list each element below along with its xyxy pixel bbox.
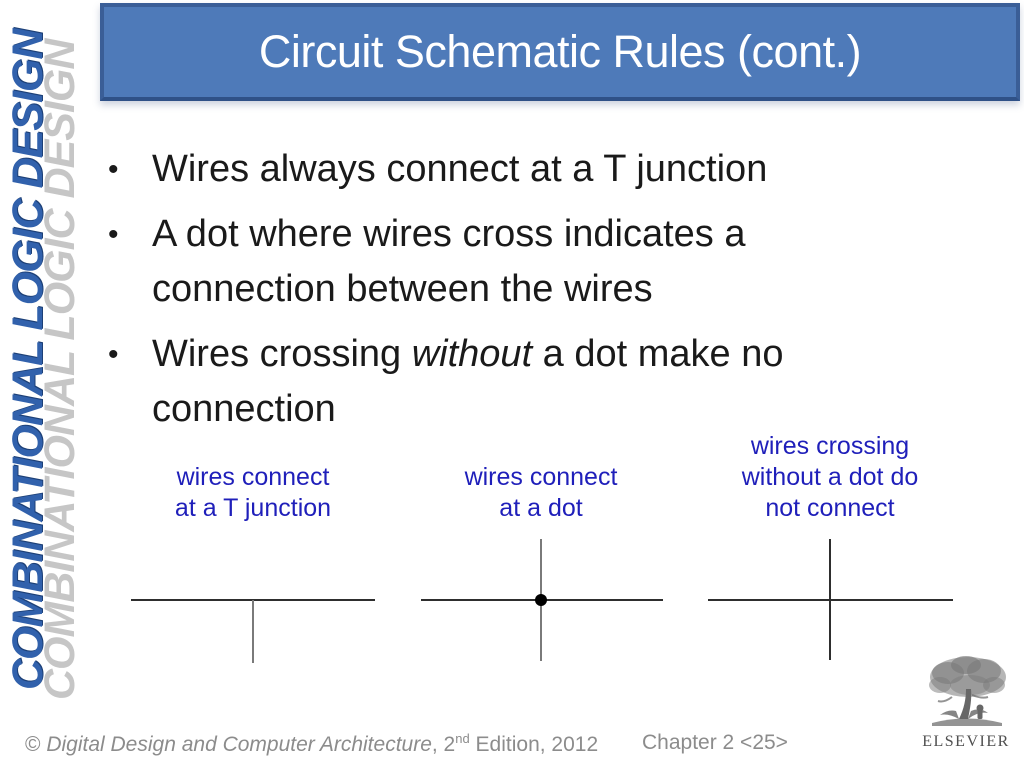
caption-line: wires connect [176,463,330,491]
sidebar-banner: COMBINATIONAL LOGIC DESIGN COMBINATIONAL… [0,0,110,768]
elsevier-tree-icon [929,656,1006,726]
bullet-item-3: • Wires crossing without a dot make no c… [108,327,852,437]
bullet-marker: • [108,218,119,251]
slide-title: Circuit Schematic Rules (cont.) [258,26,862,77]
title-bar: Circuit Schematic Rules (cont.) [100,3,1020,101]
caption-t-junction: wires connect at a T junction [130,462,376,524]
copyright-footer: © Digital Design and Computer Architectu… [25,731,598,757]
chapter-page-label: Chapter 2 <25> [642,731,788,754]
bullet-3-emphasis: without [411,333,533,375]
bullet-3-pre: Wires crossing [152,333,412,375]
bullet-3-post: a dot make no connection [152,333,784,430]
bullet-text-1: Wires always connect at a T junction [152,148,768,190]
bullet-text-3: Wires crossing without a dot make no con… [152,327,852,437]
sidebar-banner-echo: COMBINATIONAL LOGIC DESIGN [36,39,84,700]
caption-line: at a dot [499,494,583,522]
bullet-item-2: • A dot where wires cross indicates a co… [108,207,852,317]
edition-pre: , 2 [431,733,456,756]
bullet-text-2: A dot where wires cross indicates a conn… [152,213,746,310]
no-dot-cross-vertical-wire [829,539,831,660]
caption-line: wires crossing [750,432,910,460]
bullet-list: • Wires always connect at a T junction •… [108,142,852,447]
t-junction-vertical-wire [252,600,254,663]
elsevier-wordmark: ELSEVIER [922,733,1010,750]
bullet-marker: • [108,153,119,186]
sidebar-banner-text: COMBINATIONAL LOGIC DESIGN [4,29,52,690]
caption-line: wires connect [464,463,618,491]
connection-dot [535,594,547,606]
bullet-item-1: • Wires always connect at a T junction [108,142,852,197]
caption-line: without a dot do [741,463,919,491]
book-title: Digital Design and Computer Architecture [46,733,432,756]
bullet-marker: • [108,338,119,371]
copyright-symbol: © [25,733,47,756]
caption-dot: wires connect at a dot [418,462,664,524]
caption-line: at a T junction [174,494,332,522]
elsevier-logo: ELSEVIER [915,653,1017,757]
caption-cross-no-dot: wires crossing without a dot do not conn… [707,431,953,524]
edition-post: Edition, 2012 [469,733,599,756]
caption-line: not connect [765,494,895,522]
edition-superscript: nd [455,731,470,746]
